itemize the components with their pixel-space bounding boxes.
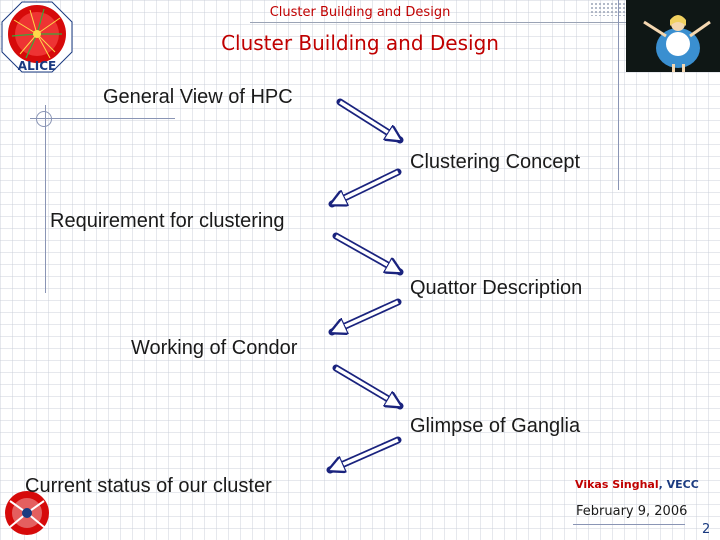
page-number: 2 — [702, 522, 711, 537]
topic-requirement: Requirement for clustering — [50, 210, 285, 232]
alice-small-logo — [5, 491, 49, 535]
author-line: Vikas Singhal, VECC — [575, 478, 699, 491]
circle-decoration — [36, 111, 52, 127]
author-name: Vikas Singhal — [575, 478, 659, 491]
author-separator: , — [658, 478, 667, 491]
arrow-down-left — [330, 436, 402, 474]
date: February 9, 2006 — [576, 504, 688, 519]
slide-title: Cluster Building and Design — [221, 31, 499, 55]
topic-ganglia: Glimpse of Ganglia — [410, 415, 581, 437]
header-rule — [250, 22, 630, 23]
arrow-down-left — [332, 298, 402, 336]
alice-logo-text: ALICE — [18, 59, 56, 73]
topic-general-view: General View of HPC — [103, 86, 293, 108]
arrow-down-right — [336, 98, 400, 144]
left-vertical-line — [45, 105, 46, 293]
alice-cartoon-picture — [626, 0, 720, 72]
arrow-down-right — [332, 364, 400, 410]
topic-quattor: Quattor Description — [410, 277, 583, 299]
header-small-title: Cluster Building and Design — [269, 5, 451, 20]
topic-current-status: Current status of our cluster — [25, 475, 272, 497]
topic-condor: Working of Condor — [131, 337, 298, 359]
footer-rule — [573, 524, 685, 525]
right-vertical-line — [618, 0, 619, 190]
alice-logo: ALICE — [1, 1, 73, 73]
header-dot-pattern — [590, 2, 630, 16]
left-horizontal-line — [30, 118, 175, 119]
arrow-down-left — [332, 168, 402, 208]
arrow-down-right — [332, 232, 400, 276]
topic-clustering-concept: Clustering Concept — [410, 151, 581, 173]
author-org: VECC — [666, 478, 699, 491]
